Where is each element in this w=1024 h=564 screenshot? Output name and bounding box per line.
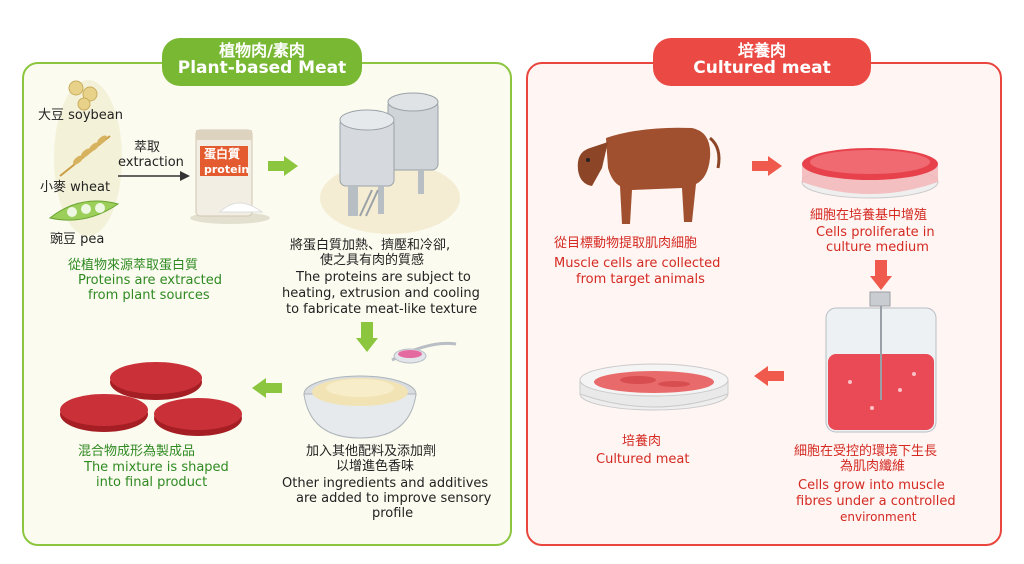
soybean-icon — [68, 80, 98, 111]
extraction-label-zh: 萃取 — [134, 140, 161, 155]
plant-title-zh: 植物肉/素肉 — [219, 41, 305, 60]
meat-patties-illustration — [60, 362, 242, 436]
plant-based-title: 植物肉/素肉 Plant-based Meat — [162, 38, 362, 86]
collect-cells-step-zh: 從目標動物提取肌肉細胞 — [554, 236, 698, 251]
red-arrow-right-icon — [752, 156, 782, 176]
additives-step-en-1: Other ingredients and additives — [282, 476, 489, 491]
cultured-title-en: Cultured meat — [693, 57, 831, 78]
cultured-meat-label-zh: 培養肉 — [622, 434, 662, 449]
extraction-step-en-1: Proteins are extracted — [78, 273, 222, 288]
patty — [110, 362, 202, 400]
extrusion-step-zh-2: 使之具有肉的質感 — [320, 253, 425, 268]
grow-fibres-step-zh-2: 為肌肉纖維 — [840, 459, 906, 474]
cultured-meat-title: 培養肉 Cultured meat — [653, 38, 871, 86]
soybean-label: 大豆 soybean — [38, 108, 124, 123]
proliferate-step-en-1: Cells proliferate in — [816, 225, 935, 240]
cultured-meat-dish-illustration — [579, 363, 729, 411]
cultured-meat-panel — [526, 62, 1002, 546]
shaping-step-en-1: The mixture is shaped — [84, 460, 229, 475]
green-arrow-left-icon — [252, 378, 282, 398]
extrusion-step-en-2: heating, extrusion and cooling — [282, 286, 480, 301]
additives-step-zh-1: 加入其他配料及添加劑 — [306, 444, 437, 459]
protein-bag-illustration — [190, 129, 270, 224]
pea-label: 豌豆 pea — [50, 232, 105, 247]
pea-icon — [48, 200, 120, 221]
red-arrow-down-icon — [870, 260, 892, 290]
cow-illustration — [577, 127, 721, 224]
plant-title-en: Plant-based Meat — [177, 57, 347, 78]
additives-step-zh-2: 以增進色香味 — [336, 459, 415, 474]
shaping-step-en-2: into final product — [96, 475, 208, 490]
extrusion-step-en-3: to fabricate meat-like texture — [286, 302, 478, 317]
grow-fibres-step-en-1: Cells grow into muscle — [798, 478, 945, 493]
extrusion-step-zh-1: 將蛋白質加熱、擠壓和冷卻, — [290, 238, 451, 253]
cultured-meat-label-en: Cultured meat — [596, 452, 690, 467]
extraction-step-en-2: from plant sources — [88, 288, 210, 303]
collect-cells-step-en-2: from target animals — [576, 272, 705, 287]
green-arrow-right-icon — [268, 156, 298, 176]
extraction-arrow-icon — [118, 171, 190, 181]
additives-step-en-2: are added to improve sensory — [296, 491, 492, 506]
proliferate-step-zh: 細胞在培養基中增殖 — [810, 208, 928, 223]
wheat-label: 小麥 wheat — [40, 180, 111, 195]
green-arrow-down-icon — [356, 322, 378, 352]
petri-dish-medium-illustration — [801, 148, 939, 199]
extrusion-machine-illustration — [320, 92, 460, 234]
red-arrow-left-icon — [754, 366, 784, 386]
proliferate-step-en-2: culture medium — [826, 240, 929, 255]
ingredients-bowl-illustration — [303, 341, 457, 439]
additives-step-en-3: profile — [372, 506, 414, 521]
plant-sources-illustration — [48, 80, 122, 236]
bioreactor-illustration — [825, 291, 937, 433]
extraction-label-en: extraction — [118, 155, 184, 170]
extraction-step-zh: 從植物來源萃取蛋白質 — [68, 258, 199, 273]
cultured-title-zh: 培養肉 — [737, 41, 786, 60]
grow-fibres-step-en-2: fibres under a controlled — [796, 494, 956, 509]
protein-bag-label-en: protein — [204, 163, 250, 176]
shaping-step-zh: 混合物成形為製成品 — [78, 444, 196, 459]
grow-fibres-step-zh-1: 細胞在受控的環境下生長 — [794, 444, 938, 459]
grow-fibres-step-en-3: environment — [840, 510, 917, 524]
collect-cells-step-en-1: Muscle cells are collected — [554, 256, 721, 271]
protein-bag-label-zh: 蛋白質 — [204, 147, 241, 161]
extrusion-step-en-1: The proteins are subject to — [296, 270, 471, 285]
wheat-icon — [59, 135, 111, 177]
